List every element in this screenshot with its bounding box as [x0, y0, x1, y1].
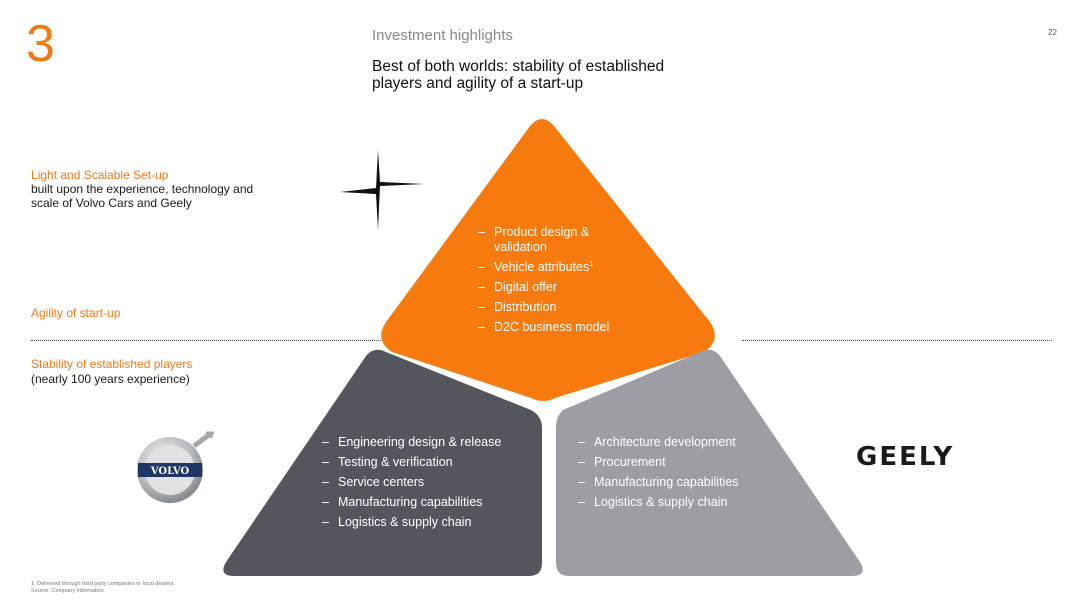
list-item: Product design & validation [478, 225, 628, 255]
list-item: Procurement [578, 455, 778, 470]
footnote: 1. Delivered through third party compani… [31, 581, 173, 595]
right-segment-list: Architecture development Procurement Man… [578, 435, 778, 515]
list-item: Distribution [478, 300, 628, 315]
footnote-line: 1. Delivered through third party compani… [31, 581, 174, 587]
list-item: Engineering design & release [322, 435, 532, 450]
divider-left [31, 340, 381, 341]
setup-title: Light and Scalable Set-up [31, 168, 169, 182]
volvo-logo-text: VOLVO [150, 466, 190, 477]
list-item: Digital offer [478, 280, 628, 295]
list-item: Testing & verification [322, 455, 532, 470]
page-title: Best of both worlds: stability of establ… [372, 58, 665, 92]
geely-logo: GEELY [856, 442, 955, 472]
source-line: Source: Company information [31, 588, 104, 594]
list-item: Vehicle attributes1 [478, 260, 628, 275]
left-segment-list: Engineering design & release Testing & v… [322, 435, 532, 535]
setup-label: Light and Scalable Set-up built upon the… [31, 168, 271, 210]
top-segment-list: Product design & validation Vehicle attr… [478, 225, 628, 340]
stability-description: (nearly 100 years experience) [31, 372, 190, 386]
setup-description: built upon the experience, technology an… [31, 182, 254, 210]
list-item: Architecture development [578, 435, 778, 450]
volvo-logo: VOLVO [137, 431, 214, 503]
polestar-logo [340, 150, 424, 230]
section-number: 3 [26, 15, 55, 73]
agility-label: Agility of start-up [31, 306, 121, 320]
divider-right [742, 340, 1052, 341]
list-item: Manufacturing capabilities [578, 475, 778, 490]
page-number: 22 [1048, 28, 1057, 37]
list-item: Manufacturing capabilities [322, 495, 532, 510]
kicker-title: Investment highlights [372, 27, 513, 44]
list-item: Logistics & supply chain [322, 515, 532, 530]
list-item: Service centers [322, 475, 532, 490]
list-item: Logistics & supply chain [578, 495, 778, 510]
stability-label: Stability of established players (nearly… [31, 356, 251, 386]
list-item: D2C business model [478, 320, 628, 335]
stability-title: Stability of established players [31, 357, 193, 371]
